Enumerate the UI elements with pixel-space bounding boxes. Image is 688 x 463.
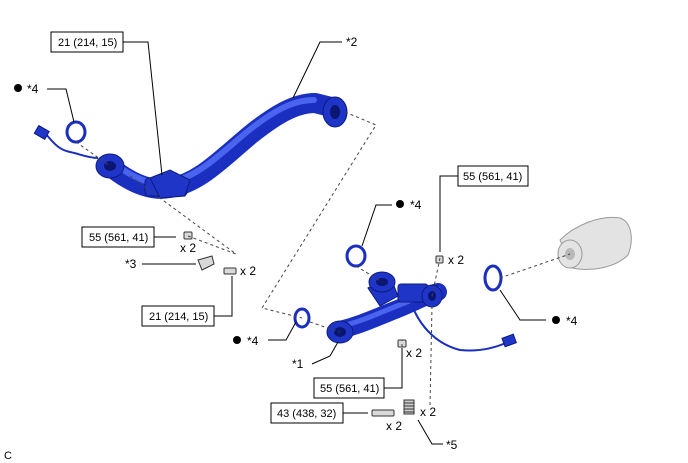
qty-label-c: x 2: [448, 253, 464, 267]
oxygen-sensor-upper: [33, 124, 99, 159]
nut-upper: [183, 231, 193, 240]
gasket-ring-bottom-left: [293, 307, 311, 329]
bolt-upper: [223, 267, 237, 275]
qty-label-d: x 2: [406, 346, 422, 360]
qty-label-b: x 2: [240, 264, 256, 278]
part-label-4-top-left: *4: [27, 82, 39, 96]
part-label-4-right: *4: [566, 314, 578, 328]
catalytic-converter: [557, 216, 632, 270]
bullet-icon-top-left: [14, 84, 22, 92]
part-label-4-right-top: *4: [410, 198, 422, 212]
torque-box-lower-left: [141, 305, 215, 327]
torque-label-bottom-center: 55 (561, 41): [320, 383, 379, 395]
torque-label-top-right: 55 (561, 41): [463, 171, 522, 183]
torque-box-bottom-center: [313, 377, 385, 399]
gasket-ring-right: [483, 264, 503, 292]
gasket-ring-center: [345, 244, 367, 268]
qty-label-e: x 2: [420, 405, 436, 419]
part-label-2: *2: [346, 35, 358, 49]
oxygen-sensor-lower: [409, 299, 517, 352]
torque-label-bottom-left: 43 (438, 32): [277, 408, 336, 420]
qty-label-a: x 2: [180, 241, 196, 255]
bullet-icon-right: [552, 316, 560, 324]
torque-box-mid-left: [81, 226, 155, 248]
bracket-part-3: [197, 255, 215, 271]
part-label-4-bottom-left: *4: [247, 334, 259, 348]
part-label-1: *1: [292, 357, 304, 371]
torque-box-top-left: [50, 31, 124, 53]
part-label-5: *5: [446, 438, 458, 452]
part-label-3: *3: [125, 257, 137, 271]
torque-label-top-left: 21 (214, 15): [58, 37, 117, 49]
spring-part-5: [403, 399, 415, 415]
gasket-ring-upper: [65, 120, 87, 144]
corner-letter: C: [4, 450, 12, 462]
bolt-lower: [371, 409, 395, 417]
torque-box-top-right: [457, 165, 529, 187]
bullet-icon-right-top: [396, 200, 404, 208]
torque-label-lower-left: 21 (214, 15): [149, 311, 208, 323]
bullet-icon-bottom-left: [233, 336, 241, 344]
front-exhaust-pipe: [95, 93, 348, 199]
qty-label-f: x 2: [386, 419, 402, 433]
center-exhaust-pipe: [326, 271, 447, 344]
torque-box-bottom-left: [270, 402, 344, 424]
torque-label-mid-left: 55 (561, 41): [89, 232, 148, 244]
